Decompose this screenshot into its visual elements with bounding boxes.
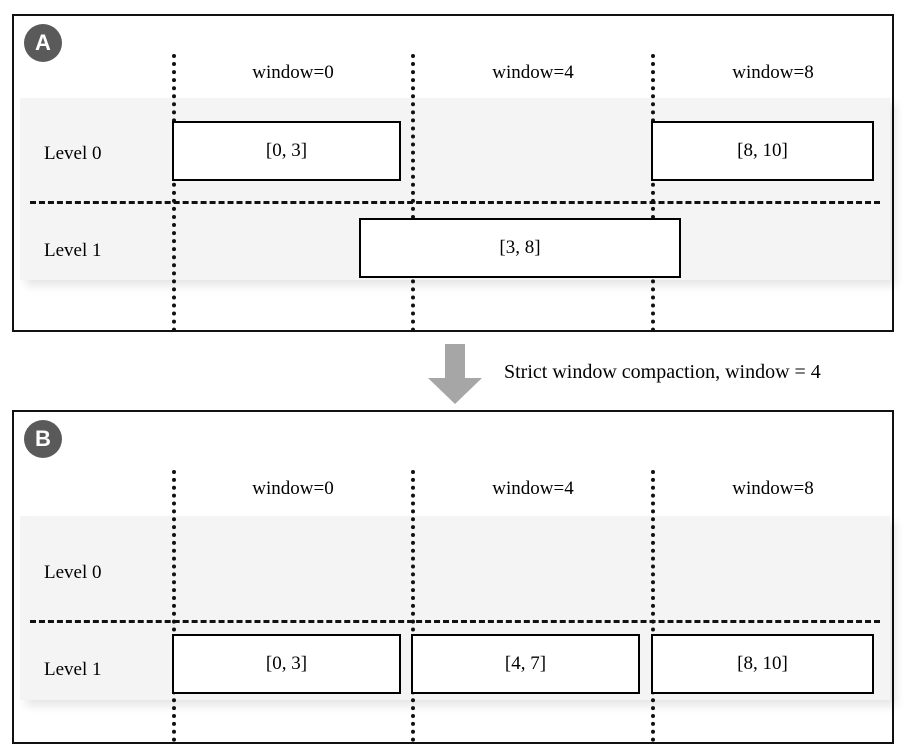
- panel-a-row-label-level-1: Level 1: [44, 240, 102, 261]
- panel-b-window-gridline-0: [172, 470, 176, 742]
- panel-a-window-gridline-4: [411, 54, 415, 332]
- panel-a-column-label-window-0: window=0: [252, 62, 334, 83]
- panel-b-interval-box: [4, 7]: [411, 634, 640, 694]
- panel-a-column-label-window-4: window=4: [492, 62, 574, 83]
- panel-b-interval-box: [8, 10]: [651, 634, 874, 694]
- panel-b-badge: B: [24, 420, 62, 458]
- panel-b-level-divider: [30, 620, 880, 623]
- panel-a: A window=0 window=4 window=8 Level 0 Lev…: [12, 14, 894, 332]
- panel-b-row-label-level-1: Level 1: [44, 659, 102, 680]
- panel-b-interval-box: [0, 3]: [172, 634, 401, 694]
- panel-a-window-gridline-8: [651, 54, 655, 332]
- panel-a-column-label-window-8: window=8: [732, 62, 814, 83]
- panel-b-column-label-window-0: window=0: [252, 478, 334, 499]
- panel-a-interval-box: [3, 8]: [359, 218, 681, 278]
- panel-a-badge: A: [24, 24, 62, 62]
- down-arrow-icon: [428, 344, 482, 404]
- panel-b: B window=0 window=4 window=8 Level 0 Lev…: [12, 410, 894, 744]
- panel-b-window-gridline-4: [411, 470, 415, 742]
- panel-a-interval-box: [8, 10]: [651, 121, 874, 181]
- panel-b-column-label-window-8: window=8: [732, 478, 814, 499]
- transition-caption: Strict window compaction, window = 4: [504, 361, 821, 383]
- panel-a-window-gridline-0: [172, 54, 176, 332]
- panel-a-level-divider: [30, 201, 880, 204]
- panel-a-interval-box: [0, 3]: [172, 121, 401, 181]
- panel-b-window-gridline-8: [651, 470, 655, 742]
- panel-b-row-label-level-0: Level 0: [44, 562, 102, 583]
- transition-group: Strict window compaction, window = 4: [0, 340, 906, 408]
- panel-a-row-label-level-0: Level 0: [44, 143, 102, 164]
- panel-b-column-label-window-4: window=4: [492, 478, 574, 499]
